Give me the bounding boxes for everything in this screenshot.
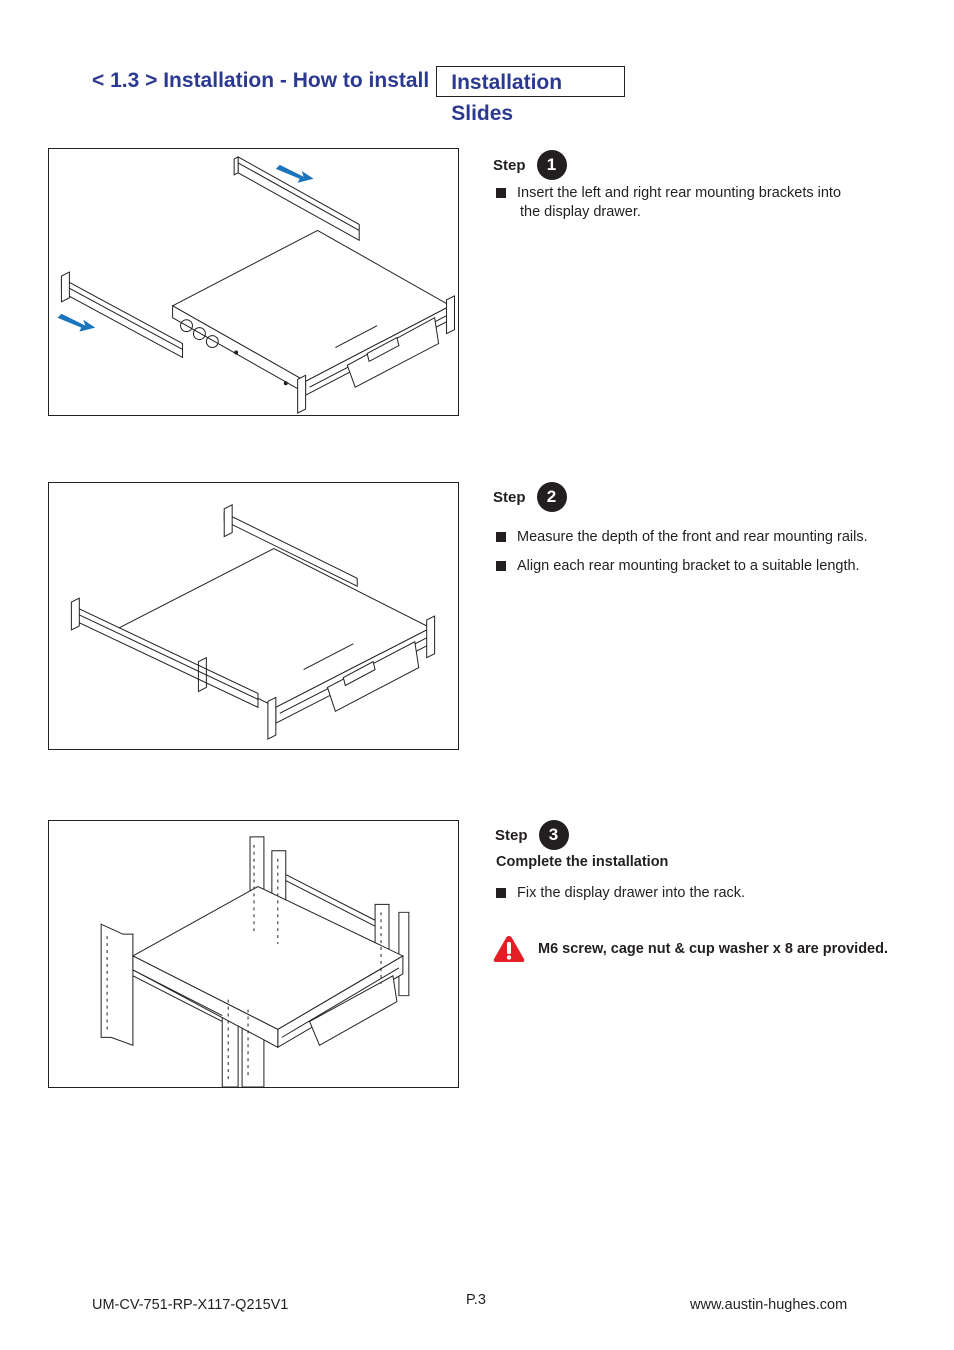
step2-label: Step xyxy=(493,488,526,506)
drawer-rails-drawing xyxy=(70,504,436,740)
drawer-brackets-drawing xyxy=(57,156,455,414)
heading-boxed-title: Installation Slides xyxy=(436,65,626,125)
bullet-square-icon xyxy=(496,561,506,571)
arrow-icon xyxy=(275,164,314,183)
step2-title: Step 2 xyxy=(493,482,567,512)
step1-label: Step xyxy=(493,156,526,174)
bullet-square-icon xyxy=(496,532,506,542)
step1-illustration xyxy=(48,148,459,416)
step3-title: Step 3 xyxy=(495,820,569,850)
step2-bullet-2: Align each rear mounting bracket to a su… xyxy=(496,557,860,576)
step2-illustration xyxy=(48,482,459,750)
step2-bullet-1: Measure the depth of the front and rear … xyxy=(496,528,868,547)
step1-title: Step 1 xyxy=(493,150,567,180)
step1-number-badge: 1 xyxy=(536,150,567,180)
warning-note: M6 screw, cage nut & cup washer x 8 are … xyxy=(493,935,888,963)
section-heading: < 1.3 > Installation - How to install In… xyxy=(92,64,626,125)
bullet-square-icon xyxy=(496,888,506,898)
step1-bullet-line2: the display drawer. xyxy=(520,204,641,220)
footer-page-number: P.3 xyxy=(466,1292,486,1308)
step3-subtitle: Complete the installation xyxy=(496,854,669,870)
step3-bullet: Fix the display drawer into the rack. xyxy=(496,884,745,903)
step3-label: Step xyxy=(495,826,528,844)
heading-prefix: < 1.3 > Installation - How to install xyxy=(92,69,430,92)
arrow-icon xyxy=(57,313,96,332)
step3-illustration xyxy=(48,820,459,1088)
step2-number-badge: 2 xyxy=(536,482,567,512)
warning-text: M6 screw, cage nut & cup washer x 8 are … xyxy=(538,941,889,957)
warning-icon xyxy=(493,936,525,962)
step1-bullet-line1: Insert the left and right rear mounting … xyxy=(517,185,842,201)
step1-bullet: Insert the left and right rear mounting … xyxy=(496,184,841,222)
footer-doc-code: UM-CV-751-RP-X117-Q215V1 xyxy=(92,1297,289,1313)
bullet-square-icon xyxy=(496,188,506,198)
step3-number-badge: 3 xyxy=(538,820,569,850)
drawer-in-rack-drawing xyxy=(100,836,410,1087)
footer-website: www.austin-hughes.com xyxy=(690,1297,848,1313)
